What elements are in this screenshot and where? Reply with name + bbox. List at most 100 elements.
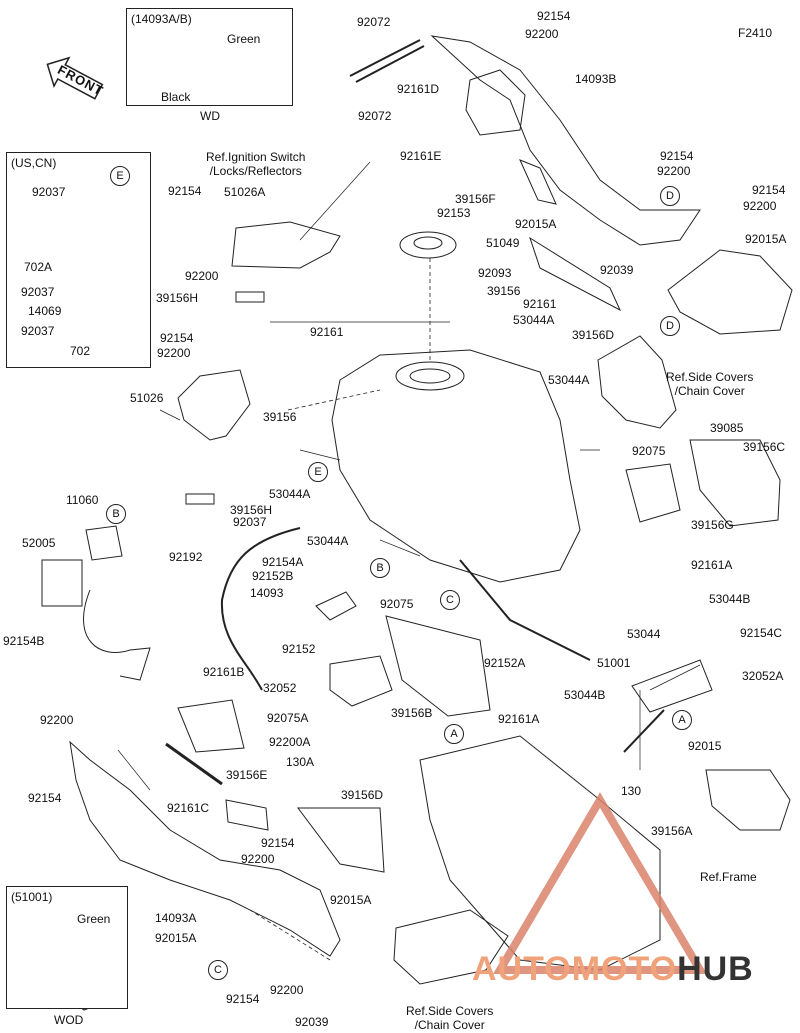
- watermark-logo: [493, 792, 707, 974]
- part-label: 92075A: [267, 711, 309, 725]
- part-label: 92200: [743, 199, 777, 213]
- ref-letter-circle: D: [660, 316, 680, 336]
- part-label: 702A: [24, 260, 53, 274]
- part-label: 92075: [632, 444, 666, 458]
- inset-title: (14093A/B): [131, 12, 192, 26]
- ref-letter-circle: A: [444, 724, 464, 744]
- bracket-32052: [329, 655, 393, 707]
- ref-letter-circle: E: [308, 462, 328, 482]
- part-label: 92154: [226, 992, 260, 1006]
- pad-39156g: [625, 463, 681, 523]
- shroud-51026a: [231, 221, 341, 269]
- ref-letter-circle: C: [440, 590, 460, 610]
- part-label: 92161D: [397, 82, 440, 96]
- pad-39156h: [185, 493, 215, 505]
- pump-52005: [41, 559, 83, 607]
- inset-caption-wd: WD: [200, 109, 220, 123]
- strip-39156f: [519, 159, 557, 205]
- part-label: 39085: [710, 421, 744, 435]
- ref-letter-circle: B: [370, 558, 390, 578]
- part-label: 92200: [525, 27, 559, 41]
- inset-title: (51001): [11, 890, 53, 904]
- gasket-11060: [85, 525, 123, 561]
- pad-39156d: [297, 807, 385, 873]
- hose-92192: [220, 527, 301, 691]
- pad-39156a: [419, 735, 661, 971]
- part-label: 53044A: [513, 313, 555, 327]
- part-label: 51026A: [224, 185, 266, 199]
- inset-black-label: Black: [161, 90, 191, 104]
- side-cover-lower: [393, 909, 509, 985]
- bolt-130: [623, 709, 665, 753]
- cover-14093a: [69, 740, 341, 957]
- part-label: 92039: [295, 1015, 329, 1029]
- part-label: 92200: [241, 852, 275, 866]
- part-label: 39156: [263, 410, 297, 424]
- part-label: 92093: [478, 266, 512, 280]
- part-label: 32052: [263, 681, 297, 695]
- part-label: 92154: [28, 791, 62, 805]
- strip-92072: [349, 39, 425, 83]
- part-label: 92154C: [740, 626, 783, 640]
- watermark-part1: AUTOMOTO: [472, 950, 678, 988]
- part-label: 92161B: [203, 665, 245, 679]
- part-label: 51049: [486, 236, 520, 250]
- part-label: 92015A: [330, 893, 372, 907]
- part-label: 14069: [28, 304, 62, 318]
- watermark-part2: HUB: [677, 950, 754, 988]
- part-label: 92037: [233, 515, 267, 529]
- ref-letter-circle: C: [208, 960, 228, 980]
- pad-39156b: [385, 615, 491, 717]
- part-label: 92161A: [691, 558, 733, 572]
- tank-filler: [395, 361, 465, 391]
- part-label: 11060: [66, 493, 99, 507]
- part-label: 92015A: [155, 931, 197, 945]
- side-cover-right: [667, 249, 793, 335]
- arrow-icon: [46, 56, 104, 100]
- part-label: 92015: [688, 739, 722, 753]
- part-label: 92200: [270, 983, 304, 997]
- bracket-92161b: [177, 699, 245, 753]
- part-label: 92037: [21, 324, 55, 338]
- cap-51049: [399, 231, 457, 259]
- part-label: 92075: [380, 597, 414, 611]
- cover-14093b: [430, 35, 701, 246]
- part-label: 702: [70, 344, 91, 358]
- part-label: 51026: [130, 391, 164, 405]
- part-label: 39156D: [572, 328, 615, 342]
- part-label: 92072: [358, 109, 392, 123]
- part-label: 92154: [752, 183, 786, 197]
- part-label: 92015A: [745, 232, 787, 246]
- ref-letter-circle: A: [672, 710, 692, 730]
- part-label: 39156B: [391, 706, 433, 720]
- inset-green-label: Green: [77, 912, 111, 926]
- part-label: 92015A: [515, 217, 557, 231]
- part-label: 92039: [600, 263, 634, 277]
- shroud-51026: [177, 369, 251, 441]
- ref-letter-circle: E: [110, 166, 130, 186]
- ref-frame: Ref.Frame: [700, 870, 757, 884]
- pump-harness: [83, 589, 151, 681]
- part-label: 92200: [185, 269, 219, 283]
- bracket-92161d: [465, 69, 526, 136]
- ref-ignition-switch: Ref.Ignition Switch /Locks/Reflectors: [206, 150, 306, 178]
- pad-39085: [597, 335, 677, 429]
- inset-title: (US,CN): [11, 156, 57, 170]
- part-label: 92072: [357, 15, 391, 29]
- part-label: 92152A: [484, 656, 526, 670]
- part-label: 53044A: [307, 534, 349, 548]
- part-label: 92154A: [262, 555, 304, 569]
- part-label: 92154B: [3, 634, 45, 648]
- part-label: 39156C: [743, 440, 786, 454]
- pad-39156c: [689, 439, 781, 527]
- part-label: 39156D: [341, 788, 384, 802]
- part-label: 51001: [597, 656, 631, 670]
- part-label: 92200A: [269, 735, 311, 749]
- part-label: 53044A: [269, 487, 311, 501]
- part-label: 92192: [169, 550, 203, 564]
- leader-dashed-3: [249, 909, 331, 961]
- part-label: 39156F: [455, 192, 496, 206]
- part-label: 92154: [660, 149, 694, 163]
